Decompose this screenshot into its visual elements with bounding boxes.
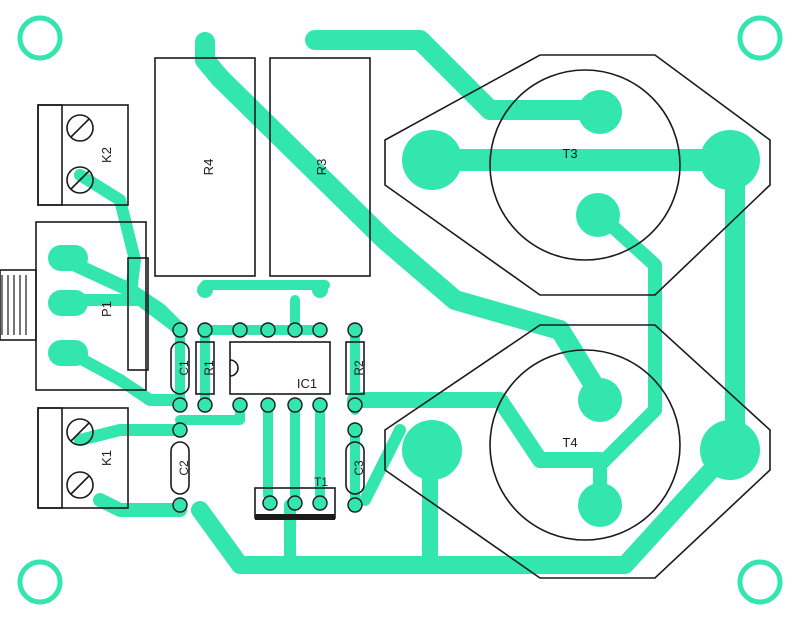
label-p1: P1 bbox=[99, 301, 114, 317]
transistor-t3-outline bbox=[384, 54, 771, 296]
capacitor-c3-outline bbox=[345, 441, 365, 495]
component-pads bbox=[172, 322, 363, 513]
copper-traces bbox=[58, 30, 745, 574]
terminal-k1-outline bbox=[37, 407, 129, 509]
label-ic1: IC1 bbox=[297, 376, 317, 391]
label-k1: K1 bbox=[99, 450, 114, 466]
resistor-r1-outline bbox=[195, 341, 215, 395]
mounting-hole-top-right bbox=[737, 15, 783, 61]
label-r1: R1 bbox=[202, 360, 216, 376]
label-t3: T3 bbox=[562, 146, 577, 161]
resistor-r2-outline bbox=[345, 341, 365, 395]
resistor-r3-outline bbox=[269, 57, 371, 277]
mounting-hole-top-left bbox=[17, 15, 63, 61]
label-r4: R4 bbox=[201, 159, 216, 176]
copper-pads bbox=[48, 32, 760, 527]
label-c2: C2 bbox=[177, 460, 191, 476]
ic-ic1-outline bbox=[229, 341, 331, 395]
label-t1: T1 bbox=[314, 475, 328, 489]
mounting-hole-bottom-right bbox=[737, 559, 783, 605]
capacitor-c2-outline bbox=[170, 441, 190, 495]
component-labels: R4 R3 T3 T4 K2 K1 P1 C1 R1 IC1 R2 C2 C3 … bbox=[99, 146, 578, 489]
label-t4: T4 bbox=[562, 435, 577, 450]
label-c1: C1 bbox=[177, 360, 191, 376]
label-r3: R3 bbox=[314, 159, 329, 176]
mounting-hole-bottom-left bbox=[17, 559, 63, 605]
capacitor-c1-outline bbox=[170, 341, 190, 395]
resistor-r4-outline bbox=[154, 57, 256, 277]
transistor-t4-outline bbox=[384, 324, 771, 579]
mounting-holes bbox=[17, 15, 783, 605]
label-k2: K2 bbox=[99, 147, 114, 163]
label-r2: R2 bbox=[352, 360, 366, 376]
silkscreen bbox=[0, 54, 771, 579]
label-c3: C3 bbox=[352, 460, 366, 476]
